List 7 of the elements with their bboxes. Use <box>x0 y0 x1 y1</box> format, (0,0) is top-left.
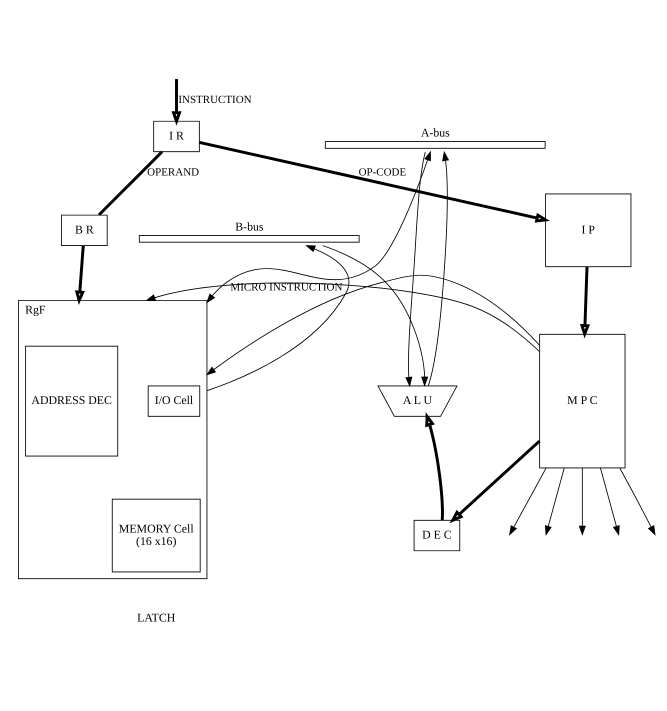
node-label: A-bus <box>420 125 450 140</box>
node-label: B-bus <box>235 219 264 233</box>
edge-label: INSTRUCTION <box>178 94 252 106</box>
edge-label: OP-CODE <box>358 166 406 178</box>
edge-label: MICRO INSTRUCTION <box>230 281 342 294</box>
edge-label: OPERAND <box>147 166 200 178</box>
label: LATCH <box>137 610 176 624</box>
